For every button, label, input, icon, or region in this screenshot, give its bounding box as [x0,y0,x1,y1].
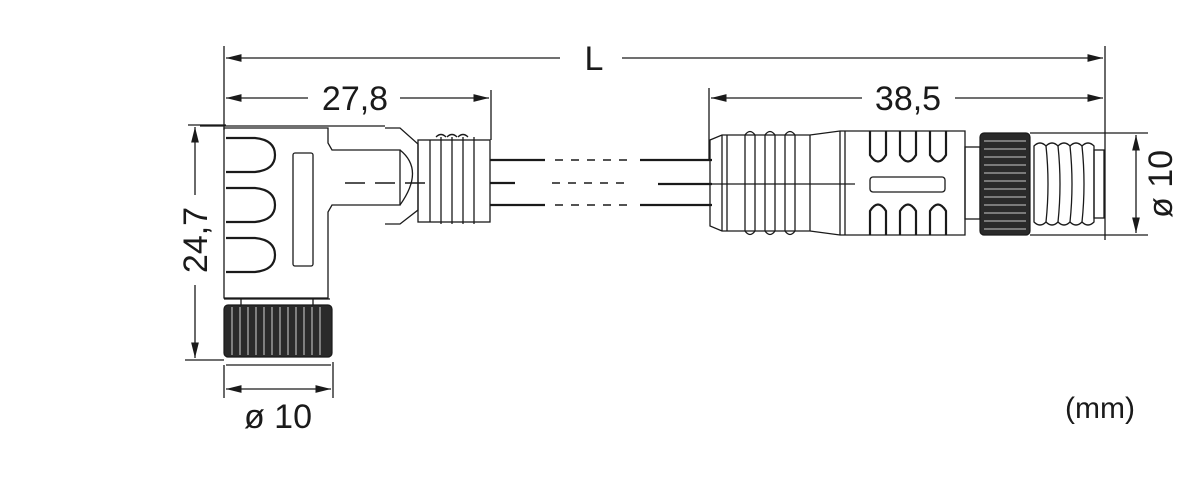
overall-length-label: L [585,40,604,78]
right-straight-connector [709,130,1105,236]
left-length-label: 27,8 [322,80,388,118]
right-diameter-text: ø 10 [1142,150,1180,218]
left-height-label: 24,7 [177,207,215,273]
left-diameter-dimension: ø 10 [223,362,334,436]
left-length-dimension: 27,8 [226,80,492,140]
overall-length-dimension: L [223,40,1106,240]
left-height-dimension: 24,7 [177,124,226,361]
right-diameter-dimension: ø 10 [1030,132,1180,236]
unit-label: (mm) [1065,392,1135,425]
right-length-dimension: 38,5 [708,80,1103,160]
right-length-label: 38,5 [875,80,941,118]
cable [490,158,712,207]
left-diameter-label: ø 10 [244,398,312,436]
left-angled-connector [200,125,491,366]
